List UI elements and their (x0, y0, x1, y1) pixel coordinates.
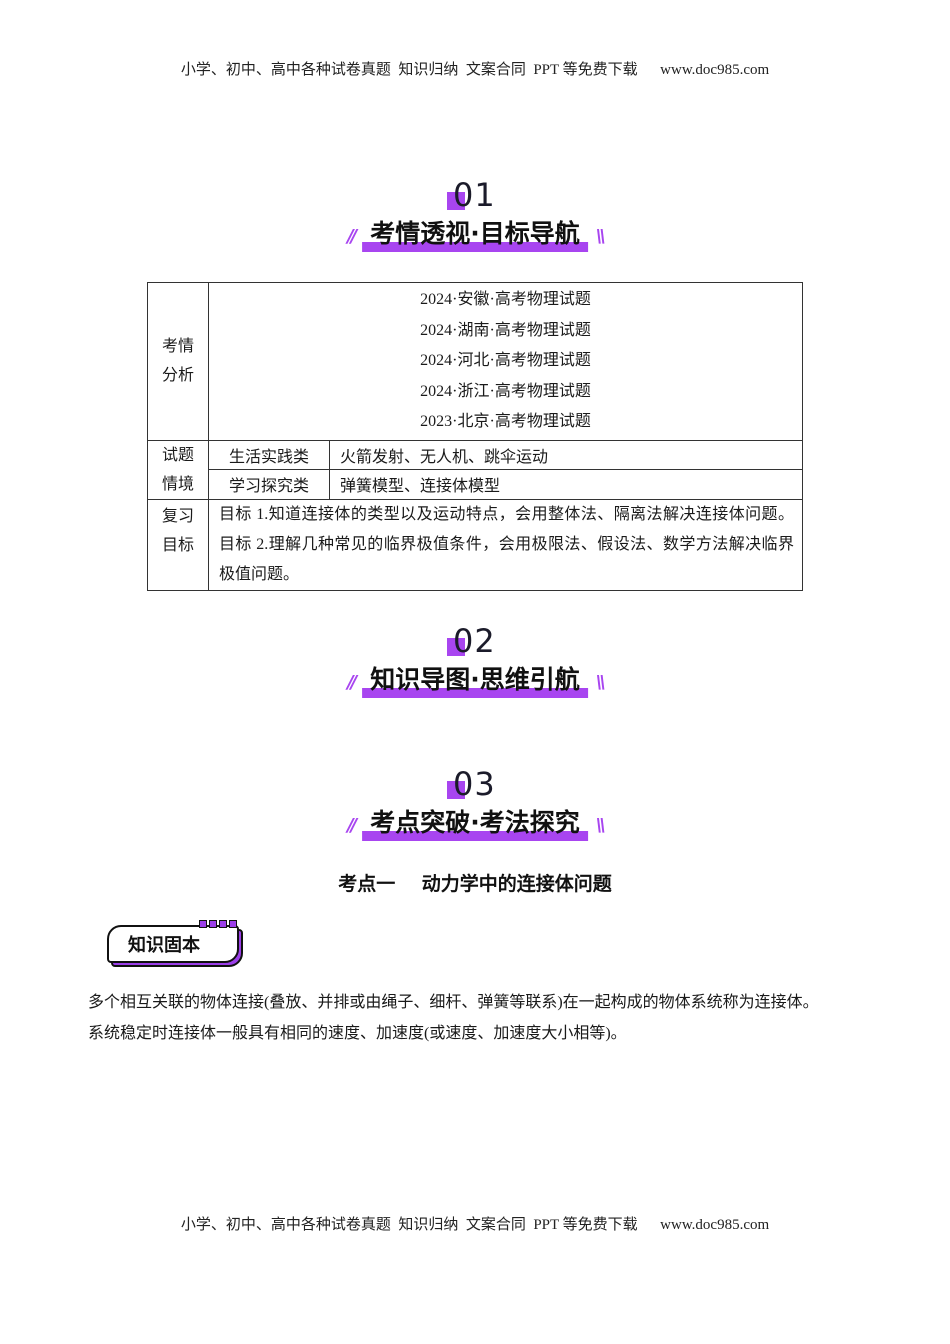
section-banner-02: 02 // 知识导图·思维引航 \\ (0, 622, 950, 704)
source-item: 2024·湖南·高考物理试题 (420, 321, 591, 339)
slash-right-decoration: \\ (595, 814, 606, 836)
context-label-cell: 试题 情境 (147, 439, 209, 500)
source-item: 2024·安徽·高考物理试题 (420, 291, 591, 308)
analysis-label-line: 分析 (161, 367, 194, 385)
context-category: 生活实践类 (208, 439, 330, 470)
analysis-label-line: 考情 (161, 338, 194, 356)
source-list-cell: 2024·安徽·高考物理试题 2024·湖南·高考物理试题 2024·河北·高考… (208, 282, 803, 441)
section-title: 知识导图·思维引航 (362, 660, 588, 698)
section-number: 03 (453, 765, 496, 803)
topic-heading: 考点一 动力学中的连接体问题 (338, 873, 612, 895)
review-label-line: 目标 (161, 536, 194, 554)
section-banner-01: 01 // 考情透视·目标导航 \\ (0, 176, 950, 258)
context-value: 弹簧模型、连接体模型 (329, 469, 803, 500)
paragraph: 系统稳定时连接体一般具有相同的速度、加速度(或速度、加速度大小相等)。 (88, 1025, 627, 1042)
table-row-context: 学习探究类 弹簧模型、连接体模型 (148, 469, 803, 500)
page-footer: 小学、初中、高中各种试卷真题 知识归纳 文案合同 PPT 等免费下载 www.d… (180, 1217, 770, 1233)
dot-icon (229, 920, 237, 928)
slash-right-decoration: \\ (595, 671, 606, 693)
source-item: 2024·浙江·高考物理试题 (420, 382, 591, 400)
section-number-block: 02 (445, 622, 505, 660)
purple-square-decoration (447, 638, 465, 656)
purple-square-decoration (447, 781, 465, 799)
context-label-line: 情境 (161, 475, 194, 493)
context-value: 火箭发射、无人机、跳伞运动 (329, 439, 803, 470)
section-number: 01 (453, 176, 496, 214)
section-title-block: // 知识导图·思维引航 \\ (339, 660, 611, 698)
body-text: 多个相互关联的物体连接(叠放、并排或由绳子、细杆、弹簧等联系)在一起构成的物体系… (88, 987, 878, 1049)
dot-icon (199, 920, 207, 928)
section-title-block: // 考点突破·考法探究 \\ (339, 803, 611, 841)
table-row-review: 复习 目标 目标 1.知道连接体的类型以及运动特点，会用整体法、隔离法解决连接体… (147, 498, 803, 591)
badge-dots-decoration (199, 920, 237, 928)
table-row-context: 试题 情境 生活实践类 火箭发射、无人机、跳伞运动 (147, 439, 803, 500)
paragraph: 多个相互关联的物体连接(叠放、并排或由绳子、细杆、弹簧等联系)在一起构成的物体系… (88, 994, 819, 1011)
dot-icon (209, 920, 217, 928)
section-number-block: 01 (445, 176, 505, 214)
slash-left-decoration: // (347, 225, 357, 247)
review-label-cell: 复习 目标 (147, 498, 209, 591)
section-title: 考点突破·考法探究 (362, 803, 588, 841)
purple-square-decoration (447, 192, 465, 210)
section-number-block: 03 (445, 765, 505, 803)
slash-left-decoration: // (347, 671, 357, 693)
source-item: 2023·北京·高考物理试题 (420, 413, 591, 430)
review-label-line: 复习 (161, 507, 194, 525)
context-label-line: 试题 (161, 446, 194, 464)
exam-analysis-table: 考情 分析 2024·安徽·高考物理试题 2024·湖南·高考物理试题 2024… (147, 282, 803, 591)
slash-left-decoration: // (347, 814, 357, 836)
badge-body: 知识固本 (107, 925, 239, 963)
table-row-analysis: 考情 分析 2024·安徽·高考物理试题 2024·湖南·高考物理试题 2024… (147, 282, 803, 441)
analysis-label-cell: 考情 分析 (147, 282, 209, 441)
slash-right-decoration: \\ (595, 225, 606, 247)
section-number: 02 (453, 622, 496, 660)
badge-label: 知识固本 (128, 935, 200, 956)
dot-icon (219, 920, 227, 928)
section-title: 考情透视·目标导航 (362, 214, 588, 252)
page-header: 小学、初中、高中各种试卷真题 知识归纳 文案合同 PPT 等免费下载 www.d… (180, 62, 770, 78)
context-category: 学习探究类 (208, 469, 330, 500)
knowledge-badge: 知识固本 (107, 920, 245, 969)
section-title-block: // 考情透视·目标导航 \\ (339, 214, 611, 252)
section-banner-03: 03 // 考点突破·考法探究 \\ (0, 765, 950, 847)
source-item: 2024·河北·高考物理试题 (420, 352, 591, 369)
review-goals-text: 目标 1.知道连接体的类型以及运动特点，会用整体法、隔离法解决连接体问题。目标 … (208, 498, 803, 591)
